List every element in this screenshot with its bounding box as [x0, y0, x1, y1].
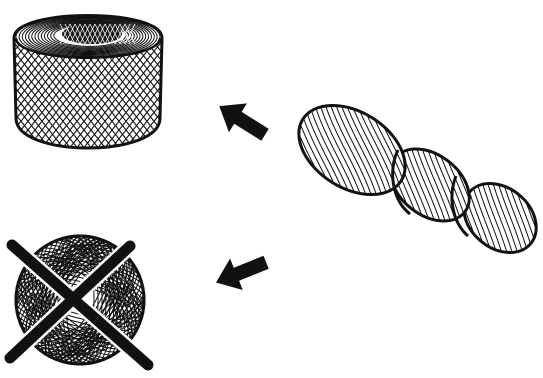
- arrow-left-up-icon: [210, 92, 274, 149]
- yarn-cake-icon: [0, 15, 473, 170]
- yarn-skein-icon: [220, 31, 543, 326]
- arrow-left-down-icon: [210, 246, 273, 298]
